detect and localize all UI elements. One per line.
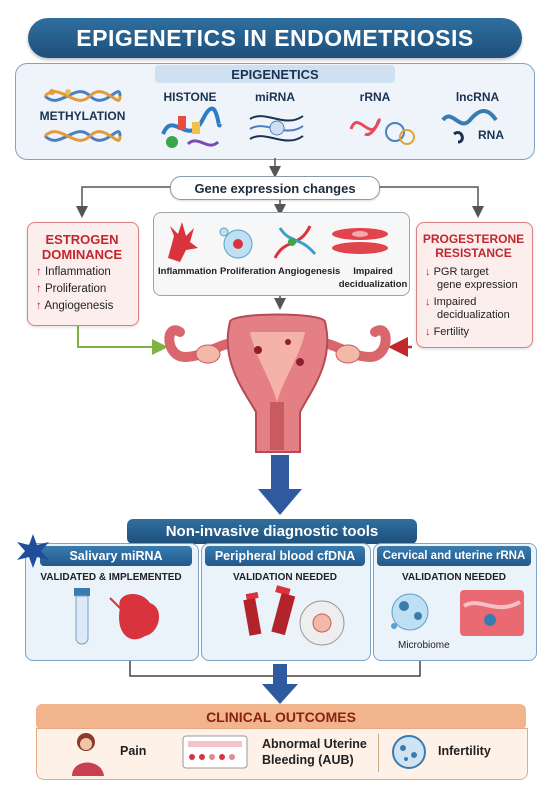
gene-expression-changes: Gene expression changes: [170, 176, 380, 200]
effect-label-impaired: Impaired: [353, 266, 393, 277]
down-arrow-icon: ↓: [425, 296, 431, 308]
impaired-decidualization-icon: [332, 228, 388, 254]
epigenetics-item-lncrna: lncRNA: [455, 90, 500, 104]
diagnostic-status-blood: VALIDATION NEEDED: [232, 572, 338, 583]
infertility-cell-icon: [392, 735, 426, 769]
down-arrow-small-icon: [262, 664, 298, 704]
diagnostic-title-cervical: Cervical and uterine rRNA: [377, 546, 531, 566]
diagnostic-title-salivary: Salivary miRNA: [40, 546, 192, 566]
progesterone-item-fertility: ↓ Fertility: [425, 326, 470, 338]
histone-icon: [161, 106, 222, 148]
blood-tube-icon: [243, 585, 345, 646]
progesterone-item-pgr: ↓ PGR target: [425, 266, 489, 278]
saliva-tube-icon: [74, 588, 160, 645]
progesterone-item-impaired: ↓ Impaired: [425, 296, 477, 308]
progesterone-title-1: PROGESTERONE: [422, 232, 525, 246]
effect-label-proliferation: Proliferation: [220, 266, 276, 277]
estrogen-item-proliferation: ↑ Proliferation: [36, 283, 107, 295]
epigenetics-item-histone: HISTONE: [163, 90, 217, 104]
up-arrow-icon: ↑: [36, 300, 42, 312]
lncrna-icon: [441, 109, 498, 144]
progesterone-item-impaired-2: decidualization: [437, 309, 510, 321]
progesterone-title-2: RESISTANCE: [435, 246, 512, 260]
diagnostic-status-salivary: VALIDATED & IMPLEMENTED: [40, 572, 182, 583]
outcome-aub-line2: Bleeding (AUB): [262, 753, 354, 767]
down-arrow-icon: ↓: [425, 266, 431, 278]
uterus-illustration: [164, 313, 391, 453]
aub-chart-icon: [182, 735, 248, 769]
page-title: EPIGENETICS IN ENDOMETRIOSIS: [28, 18, 522, 58]
epigenetics-item-rrna: rRNA: [359, 90, 391, 104]
epigenetics-item-mirna: miRNA: [254, 90, 295, 104]
outcome-infertility: Infertility: [438, 744, 491, 758]
estrogen-title-2: DOMINANCE: [41, 247, 123, 262]
mirna-icon: [249, 115, 304, 142]
estrogen-dominance-box: [27, 222, 139, 326]
effect-label-inflammation: Inflammation: [158, 266, 218, 277]
estrogen-item-inflammation: ↑ Inflammation: [36, 266, 111, 278]
progesterone-resistance-box: [416, 222, 533, 348]
epigenetics-item-methylation: METHYLATION: [39, 109, 126, 123]
diagnostic-tools-header: Non-invasive diagnostic tools: [127, 519, 417, 544]
methylation-dna-icon: [43, 89, 122, 142]
outcome-divider: [378, 734, 379, 772]
cellular-effects-panel: [153, 212, 410, 296]
progesterone-item-pgr-2: gene expression: [437, 279, 518, 291]
proliferation-icon: [219, 227, 253, 259]
microbiome-label: Microbiome: [398, 640, 450, 651]
estrogen-item-angiogenesis: ↑ Angiogenesis: [36, 300, 114, 312]
microbiome-icon: [391, 590, 524, 636]
diagnostic-title-blood: Peripheral blood cfDNA: [205, 546, 365, 566]
effect-label-decidualization: decidualization: [338, 279, 408, 290]
effect-label-angiogenesis: Angiogenesis: [278, 266, 341, 277]
up-arrow-icon: ↑: [36, 266, 42, 278]
estrogen-title-1: ESTROGEN: [45, 232, 119, 247]
down-arrow-icon: ↓: [425, 326, 431, 338]
down-arrow-large-icon: [258, 455, 302, 515]
starburst-icon: [17, 534, 49, 568]
diagnostic-status-cervical: VALIDATION NEEDED: [401, 572, 507, 583]
cellular-effects-icons: [168, 222, 388, 262]
rna-tag: RNA: [478, 128, 504, 142]
clinical-outcomes-panel: [36, 728, 528, 780]
inflammation-icon: [168, 222, 198, 262]
pain-woman-icon: [72, 733, 104, 776]
outcome-aub-line1: Abnormal Uterine: [262, 737, 367, 751]
up-arrow-icon: ↑: [36, 283, 42, 295]
epigenetics-header: EPIGENETICS: [155, 65, 395, 83]
outcome-pain: Pain: [120, 744, 147, 758]
rrna-icon: [349, 118, 415, 145]
clinical-outcomes-header: CLINICAL OUTCOMES: [36, 704, 526, 730]
angiogenesis-icon: [273, 225, 317, 259]
